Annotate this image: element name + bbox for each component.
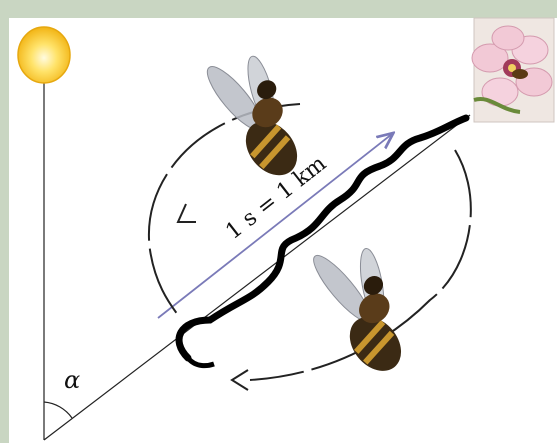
waggle-run-path [179, 118, 466, 358]
angle-arc [44, 402, 72, 418]
bee-icon [290, 222, 442, 381]
flower-icon [472, 18, 554, 122]
sun-icon [18, 27, 70, 440]
sun [18, 27, 70, 83]
right-loop-arrowhead [232, 370, 248, 390]
waggle-run-tail [188, 358, 214, 366]
angle-label: α [64, 366, 80, 394]
left-loop-arrowhead [178, 204, 196, 222]
